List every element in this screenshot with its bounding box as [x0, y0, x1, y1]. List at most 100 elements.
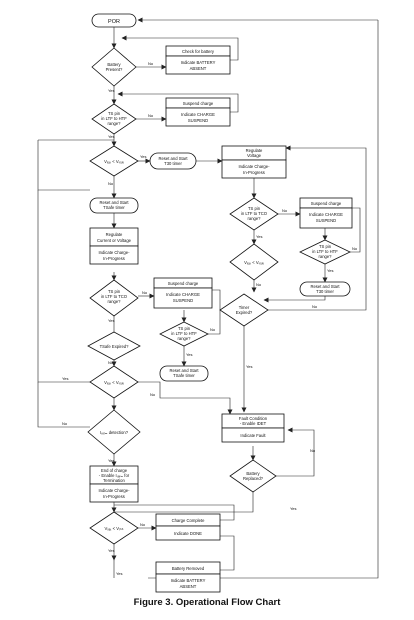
decision-ts-pin-range-4: TS pin in LTF to TCO range? — [89, 279, 139, 317]
svg-text:in LTF to TCO: in LTF to TCO — [241, 211, 268, 216]
svg-text:Indicate Charge-: Indicate Charge- — [99, 488, 131, 493]
svg-text:Suspend charge: Suspend charge — [168, 281, 199, 286]
svg-text:Present?: Present? — [106, 67, 123, 72]
svg-text:range?: range? — [107, 121, 121, 126]
svg-text:SUSPEND: SUSPEND — [173, 298, 193, 303]
edge-no: No — [62, 421, 68, 426]
svg-text:In-Progress: In-Progress — [103, 256, 125, 261]
edge-no: No — [148, 113, 154, 118]
svg-text:Termination: Termination — [103, 478, 125, 483]
svg-text:Reset and Start: Reset and Start — [158, 156, 188, 161]
edge-yes: Yes — [256, 234, 263, 239]
svg-text:TS pin: TS pin — [108, 111, 121, 116]
edge-yes: Yes — [108, 458, 115, 463]
svg-text:Battery: Battery — [246, 471, 260, 476]
edge-no: No — [256, 282, 262, 287]
decision-battery-present: Battery Present? — [91, 47, 137, 87]
svg-text:range?: range? — [107, 299, 121, 304]
svg-text:Iₜₑᵣₘ detection?: Iₜₑᵣₘ detection? — [100, 430, 129, 435]
edge-no: No — [150, 392, 156, 397]
svg-text:Regulate: Regulate — [246, 148, 263, 153]
process-suspend-charge-1: Suspend charge Indicate CHARGE SUSPEND — [165, 97, 231, 127]
svg-text:TSafe Expired?: TSafe Expired? — [100, 344, 130, 349]
svg-text:TS pin: TS pin — [319, 244, 332, 249]
process-reset-start-timer-1: Reset and Start T30 timer — [149, 152, 197, 170]
edge-no: No — [210, 327, 216, 332]
svg-text:Indicate CHARGE: Indicate CHARGE — [166, 292, 200, 297]
decision-vbat-lowv-2: Vₓₐₜ < Vₗₒᵤᵥ — [229, 243, 279, 281]
svg-text:Expired?: Expired? — [236, 310, 253, 315]
svg-text:SUSPEND: SUSPEND — [316, 218, 336, 223]
svg-text:- Enable IDET: - Enable IDET — [240, 421, 267, 426]
svg-text:End of charge: End of charge — [101, 468, 128, 473]
svg-text:TSafe timer: TSafe timer — [173, 373, 195, 378]
edge-yes: Yes — [108, 134, 115, 139]
edge-no: No — [148, 61, 154, 66]
svg-text:TSafe timer: TSafe timer — [103, 205, 125, 210]
svg-text:- Enable Iₜₑᵣₘ for: - Enable Iₜₑᵣₘ for — [99, 473, 130, 478]
svg-text:In-Progress: In-Progress — [243, 170, 265, 175]
edge-yes: Yes — [290, 506, 297, 511]
svg-text:Battery: Battery — [107, 62, 121, 67]
svg-text:Reset and Start: Reset and Start — [99, 200, 129, 205]
edge-yes: Yes — [108, 318, 115, 323]
process-regulate-voltage: Regulate Voltage Indicate Charge- In-Pro… — [221, 145, 287, 179]
svg-text:range?: range? — [318, 254, 332, 259]
figure-caption: Figure 3. Operational Flow Chart — [133, 597, 281, 608]
process-suspend-charge-3: Suspend charge Indicate CHARGE SUSPEND — [153, 277, 213, 309]
svg-text:T30 timer: T30 timer — [164, 161, 182, 166]
decision-ts-pin-range-2: TS pin in LTF to TCO range? — [229, 197, 279, 231]
process-reset-start-t30-timer: Reset and Start T30 timer — [299, 281, 351, 297]
edge-no: No — [352, 246, 358, 251]
svg-text:range?: range? — [247, 216, 261, 221]
svg-text:TS pin: TS pin — [248, 206, 261, 211]
edge-yes: Yes — [246, 364, 253, 369]
edge-yes: Yes — [108, 88, 115, 93]
svg-text:ABSENT: ABSENT — [190, 66, 207, 71]
svg-text:Suspend charge: Suspend charge — [311, 201, 342, 206]
svg-text:Indicate BATTERY: Indicate BATTERY — [171, 578, 206, 583]
svg-text:TS pin: TS pin — [178, 326, 191, 331]
edge-yes: Yes — [116, 571, 123, 576]
edge-yes: Yes — [186, 352, 193, 357]
svg-text:in LTF to HTF: in LTF to HTF — [101, 116, 127, 121]
svg-text:Vₓₐₜ < Vₗₒᵤᵥ: Vₓₐₜ < Vₗₒᵤᵥ — [244, 260, 264, 265]
process-suspend-charge-2: Suspend charge Indicate CHARGE SUSPEND — [299, 197, 353, 229]
process-reset-start-tsafe-timer-2: Reset and Start TSafe timer — [159, 365, 209, 382]
svg-text:Indicate Charge-: Indicate Charge- — [99, 250, 131, 255]
process-reset-start-tsafe-timer: Reset and Start TSafe timer — [89, 197, 139, 214]
svg-text:range?: range? — [177, 336, 191, 341]
svg-text:Check for battery: Check for battery — [182, 49, 215, 54]
edge-no: No — [140, 522, 146, 527]
svg-text:Vₓₐₜ < Vₗₒᵤᵥ: Vₓₐₜ < Vₗₒᵤᵥ — [104, 380, 124, 385]
svg-text:SUSPEND: SUSPEND — [188, 118, 208, 123]
svg-text:Timer: Timer — [239, 305, 250, 310]
svg-text:Fault Condition: Fault Condition — [239, 416, 268, 421]
edge-labels: No Yes No Yes Yes No No Yes No Yes No No… — [62, 61, 358, 576]
edge-no: No — [142, 290, 148, 295]
decision-ts-pin-range-1: TS pin in LTF to HTF range? — [91, 103, 137, 135]
process-charge-complete: Charge Complete Indicate DONE — [155, 513, 221, 541]
edge-yes: Yes — [327, 268, 334, 273]
decision-ts-pin-range-3: TS pin in LTF to HTF range? — [299, 239, 351, 265]
svg-text:Voltage: Voltage — [247, 153, 262, 158]
svg-text:Battery Removed: Battery Removed — [172, 566, 205, 571]
svg-text:TS pin: TS pin — [108, 289, 121, 294]
svg-text:ABSENT: ABSENT — [180, 584, 197, 589]
edge-no: No — [108, 360, 114, 365]
svg-text:Current or Voltage: Current or Voltage — [97, 238, 132, 243]
edge-no: No — [108, 181, 114, 186]
svg-text:Indicate CHARGE: Indicate CHARGE — [181, 112, 215, 117]
svg-text:Indicate CHARGE: Indicate CHARGE — [309, 212, 343, 217]
svg-text:Reset and Start: Reset and Start — [169, 368, 199, 373]
svg-text:in LTF to HTF: in LTF to HTF — [171, 331, 197, 336]
svg-text:Indicate DONE: Indicate DONE — [174, 531, 202, 536]
decision-tsafe-expired: TSafe Expired? — [87, 331, 141, 361]
process-fault-condition: Fault Condition - Enable IDET Indicate F… — [221, 413, 285, 443]
decision-vbat-lowv-3: Vₓₐₜ < Vₗₒᵤᵥ — [89, 365, 139, 399]
svg-text:Indicate BATTERY: Indicate BATTERY — [181, 60, 216, 65]
svg-text:Vₓₐₜ < Vᵣₕₕ: Vₓₐₜ < Vᵣₕₕ — [105, 526, 124, 531]
process-regulate-current: Regulate Current or Voltage Indicate Cha… — [89, 227, 139, 265]
decision-timer-expired: Timer Expired? — [219, 293, 269, 327]
svg-text:Charge Complete: Charge Complete — [172, 518, 205, 523]
